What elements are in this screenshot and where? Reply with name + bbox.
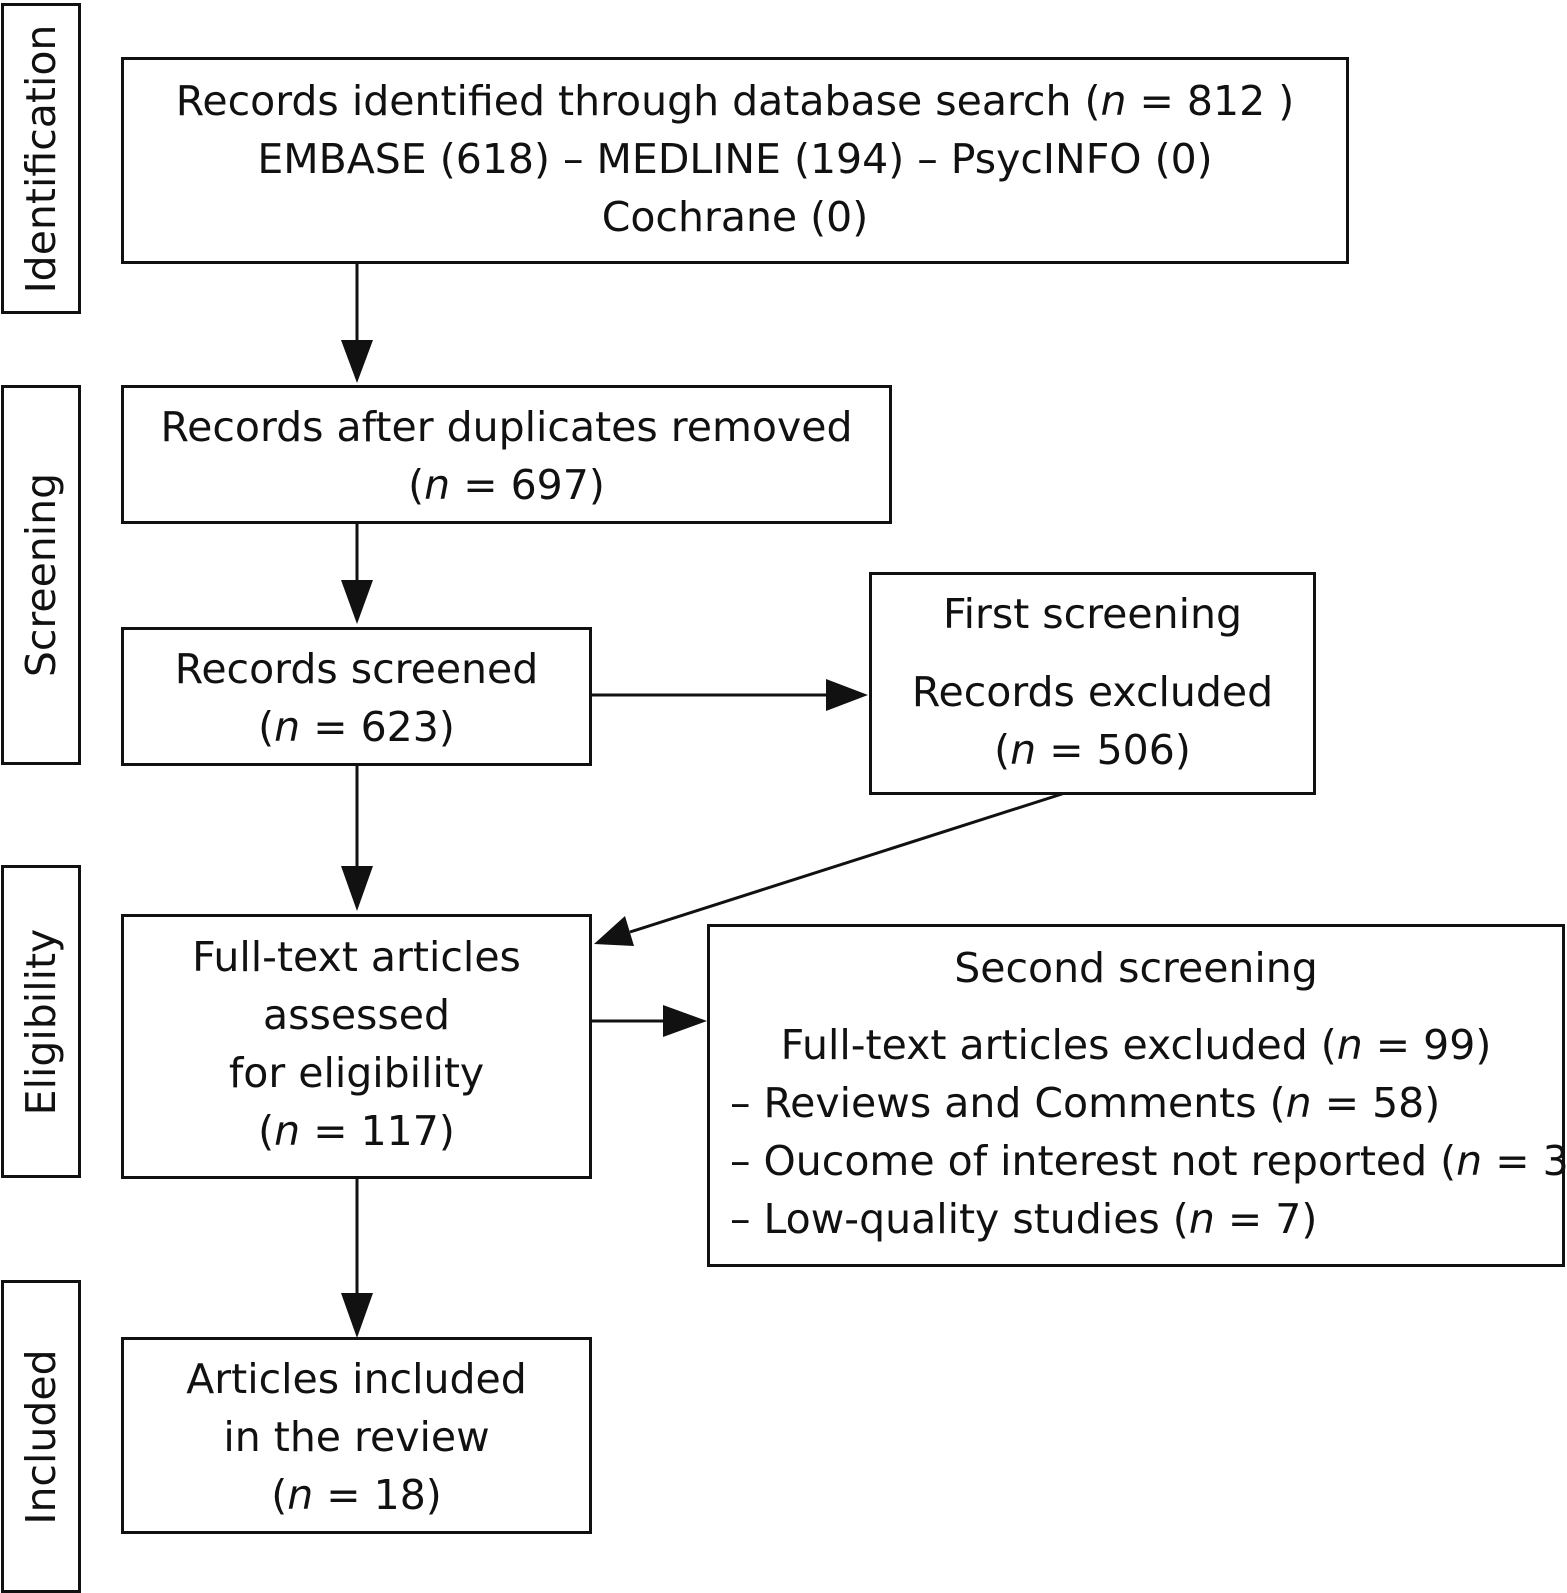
records-screened-title: Records screened: [174, 645, 539, 693]
box-records-identified: Records identified through database sear…: [121, 57, 1349, 264]
box-records-screened: Records screened (n = 623): [121, 627, 592, 766]
after-duplicates-title: Records after duplicates removed: [160, 403, 853, 451]
stage-screening: Screening: [1, 385, 81, 765]
stage-label-included: Included: [17, 1348, 65, 1525]
stage-eligibility: Eligibility: [1, 865, 81, 1178]
box-after-duplicates: Records after duplicates removed (n = 69…: [121, 385, 892, 524]
full-text-line1: Full-text articles: [192, 933, 521, 981]
records-excluded-count: (n = 506): [994, 726, 1191, 774]
included-line2: in the review: [223, 1413, 490, 1461]
cochrane-line: Cochrane (0): [601, 193, 869, 241]
box-articles-included: Articles included in the review (n = 18): [121, 1337, 592, 1534]
box-second-screening: Second screening Full-text articles excl…: [707, 924, 1567, 1267]
arrow-first-screening-to-full-text: [629, 791, 1066, 934]
second-screening-title: Second screening: [954, 944, 1318, 992]
full-text-count: (n = 117): [258, 1107, 455, 1155]
box-full-text-assessed: Full-text articles assessed for eligibil…: [121, 914, 592, 1179]
stage-label-eligibility: Eligibility: [17, 928, 65, 1115]
database-breakdown-line: EMBASE (618) – MEDLINE (194) – PsycINFO …: [257, 135, 1213, 183]
exclusion-reason-low-quality: – Low-quality studies (n = 7): [730, 1195, 1318, 1243]
records-excluded-label: Records excluded: [911, 668, 1274, 716]
stage-included: Included: [1, 1280, 81, 1593]
first-screening-title: First screening: [942, 590, 1242, 638]
records-identified-line: Records identified through database sear…: [175, 77, 1295, 125]
full-text-line2: assessed: [262, 991, 451, 1039]
full-text-excluded-line: Full-text articles excluded (n = 99): [780, 1021, 1492, 1069]
box-first-screening: First screening Records excluded (n = 50…: [869, 572, 1316, 795]
stage-label-screening: Screening: [17, 472, 65, 678]
after-duplicates-count: (n = 697): [408, 461, 605, 509]
full-text-line3: for eligibility: [228, 1049, 485, 1097]
exclusion-reason-reviews: – Reviews and Comments (n = 58): [730, 1079, 1441, 1127]
stage-identification: Identification: [1, 3, 81, 314]
included-line1: Articles included: [186, 1355, 527, 1403]
stage-label-identification: Identification: [17, 24, 65, 293]
exclusion-reason-outcome: – Oucome of interest not reported (n = 3…: [730, 1137, 1567, 1185]
included-count: (n = 18): [271, 1471, 442, 1519]
records-screened-count: (n = 623): [258, 703, 455, 751]
